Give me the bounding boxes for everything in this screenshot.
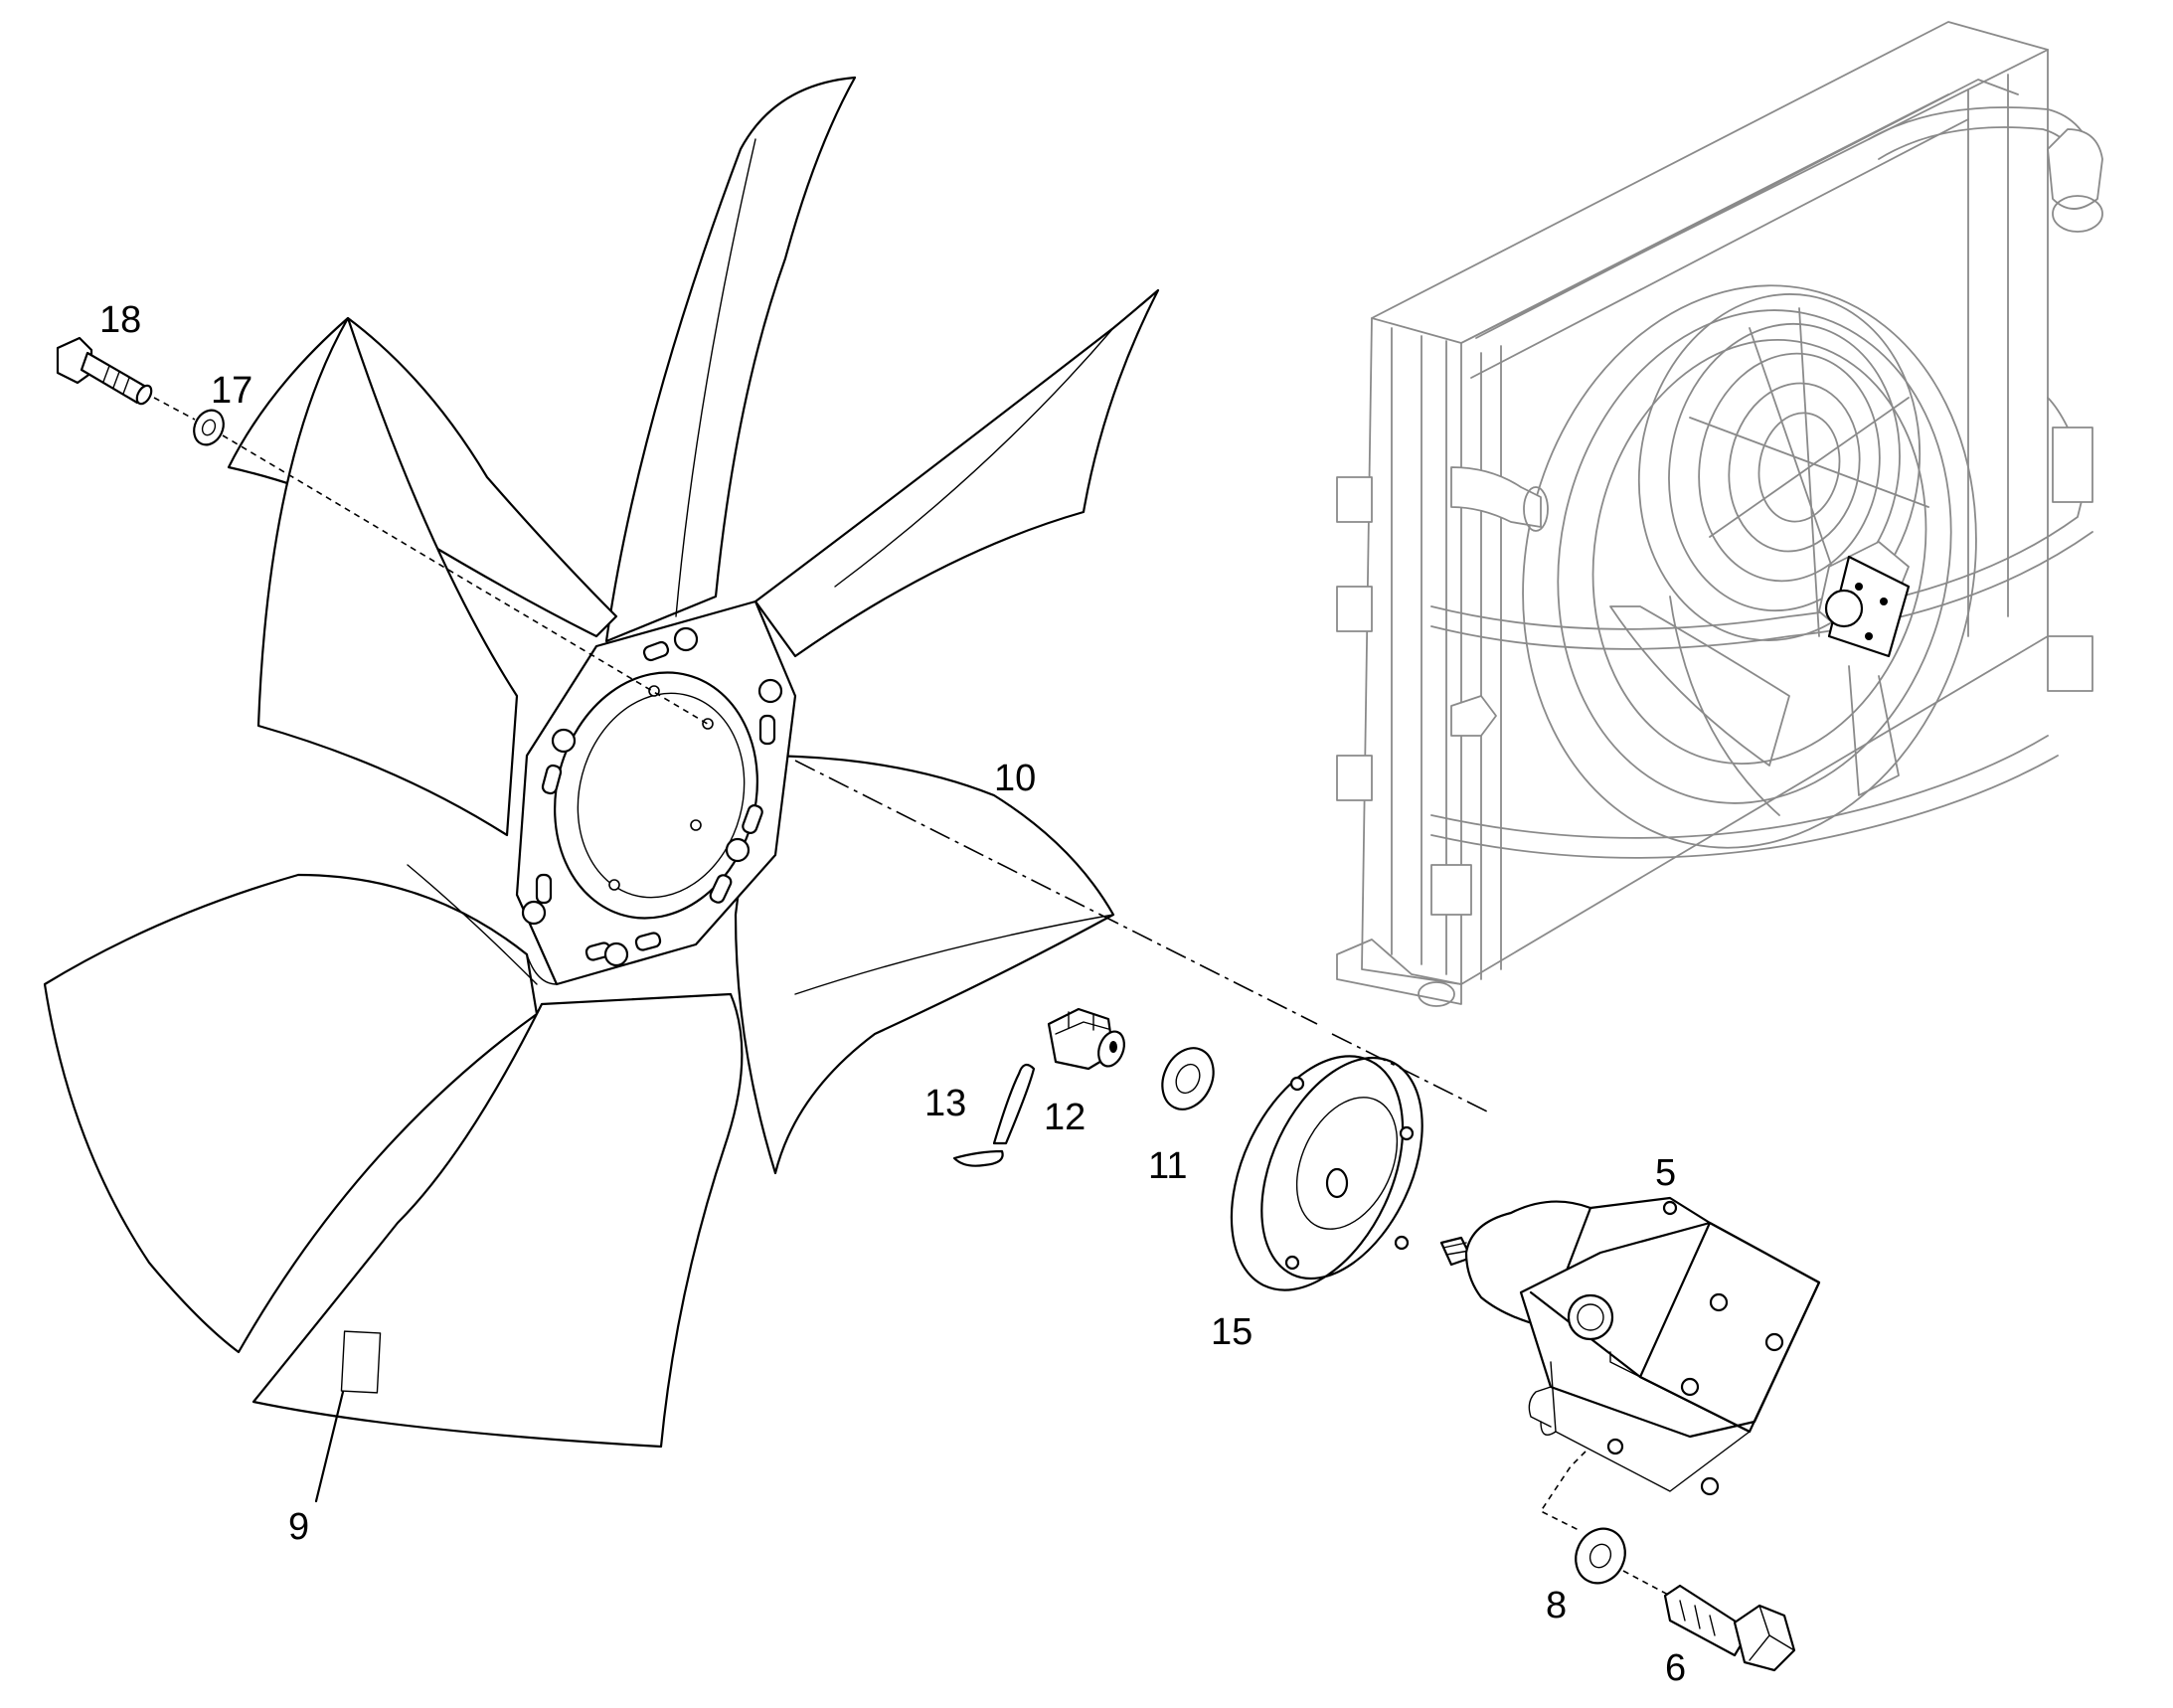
washer-8 [1575, 1527, 1626, 1585]
callout-15: 15 [1211, 1311, 1253, 1353]
callout-13: 13 [924, 1083, 966, 1124]
callout-18: 18 [99, 299, 141, 341]
bolt-6 [1663, 1584, 1796, 1672]
callout-6: 6 [1665, 1647, 1686, 1689]
callout-11: 11 [1148, 1145, 1187, 1187]
radiator-assembly [1336, 21, 2103, 1007]
castle-nut-12 [1047, 1007, 1125, 1071]
washer-11 [1161, 1047, 1215, 1110]
callout-5: 5 [1655, 1152, 1676, 1194]
callout-10: 10 [994, 758, 1036, 799]
bolt-18 [56, 336, 153, 406]
callout-8: 8 [1546, 1585, 1567, 1626]
callout-12: 12 [1044, 1097, 1086, 1138]
washer-17 [193, 409, 225, 446]
hydraulic-motor-5 [1439, 1196, 1821, 1496]
cotter-pin-13 [952, 1063, 1036, 1167]
leader-line-9 [314, 1390, 345, 1503]
hub-flange-15 [1230, 1055, 1423, 1291]
assembly-line-5 [1539, 1451, 1587, 1532]
assembly-line-18 [153, 397, 712, 727]
assembly-line-8 [1622, 1570, 1671, 1597]
callout-9: 9 [288, 1506, 309, 1548]
callout-17: 17 [211, 370, 252, 412]
assembly-axis [794, 760, 1492, 1114]
fan-10 [43, 76, 1160, 1449]
